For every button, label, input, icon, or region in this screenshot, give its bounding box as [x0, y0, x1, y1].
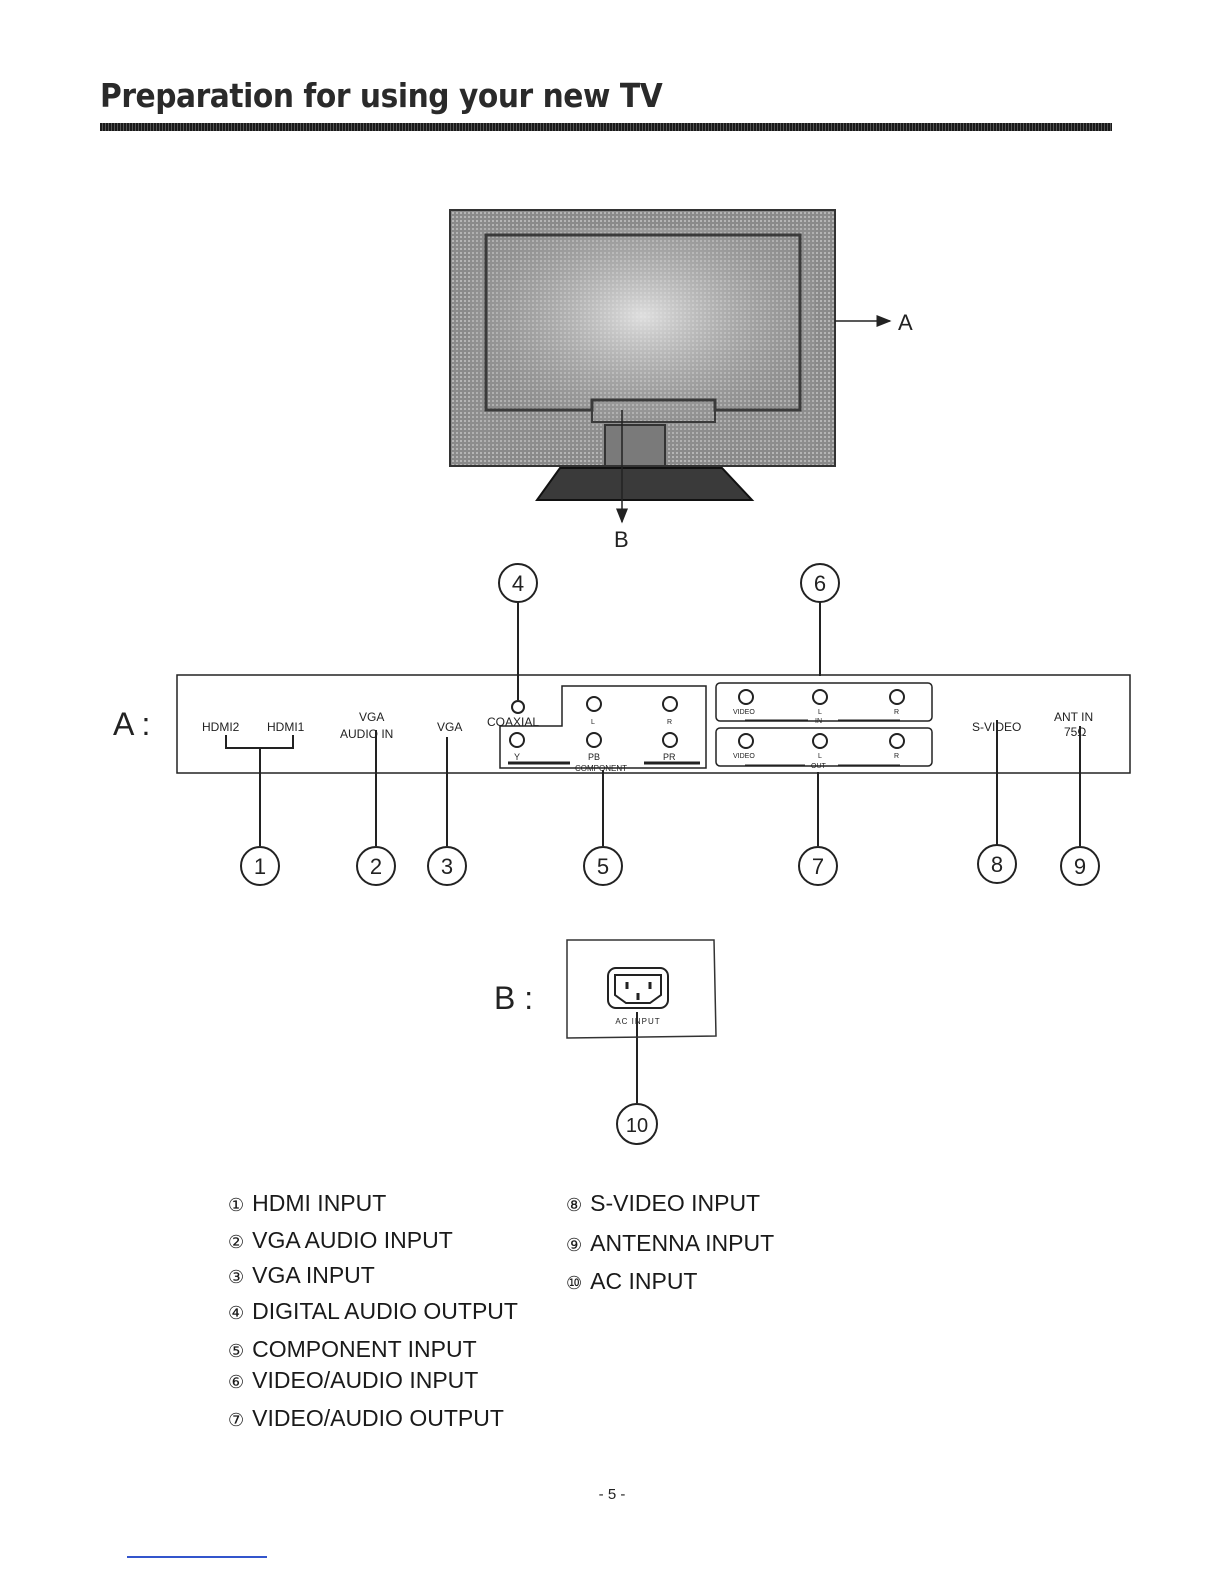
svg-text:OUT: OUT: [811, 763, 827, 770]
panel-a-prefix: A :: [113, 706, 150, 742]
callout-circles: [240, 563, 1100, 1145]
callout-7: 7: [812, 854, 824, 879]
title-rule: [100, 123, 1112, 131]
tv-label-a: A: [898, 310, 913, 335]
ac-input-label: AC INPUT: [615, 1017, 660, 1026]
svg-text:VGA: VGA: [437, 720, 462, 734]
callout-6: 6: [814, 571, 826, 596]
svg-text:Y: Y: [514, 752, 520, 762]
svg-text:AUDIO IN: AUDIO IN: [340, 727, 393, 741]
page-number: - 5 -: [598, 1486, 626, 1503]
panel-b-prefix: B :: [494, 980, 533, 1016]
callout-3: 3: [441, 854, 453, 879]
callout-8: 8: [991, 852, 1003, 877]
svg-text:COAXIAL: COAXIAL: [487, 715, 539, 729]
video-audio-in-ports: VIDEO L R IN: [715, 682, 933, 725]
callout-4: 4: [512, 571, 524, 596]
callout-1: 1: [254, 854, 266, 879]
svg-text:COMPONENT: COMPONENT: [575, 764, 627, 773]
hdmi-ports: HDMI2 HDMI1: [202, 720, 305, 749]
callout-5: 5: [597, 854, 609, 879]
antenna-port: ANT IN 75Ω: [1054, 710, 1093, 739]
svg-text:75Ω: 75Ω: [1064, 725, 1086, 739]
svg-text:PB: PB: [588, 752, 600, 762]
svg-text:PR: PR: [663, 752, 676, 762]
svg-text:L: L: [818, 753, 822, 760]
tv-label-b: B: [614, 527, 629, 552]
callout-lines: [259, 600, 1081, 1103]
coaxial-port: COAXIAL: [487, 700, 539, 729]
svg-text:R: R: [894, 709, 899, 716]
component-ports: L R Y PB PR COMPONENT: [499, 685, 707, 773]
svg-text:L: L: [591, 719, 595, 726]
callout-10: 10: [626, 1115, 648, 1137]
callout-2: 2: [370, 854, 382, 879]
svg-text:R: R: [894, 753, 899, 760]
panel-a-outline: [176, 674, 1131, 774]
svg-text:VIDEO: VIDEO: [733, 753, 755, 760]
ac-input-panel: AC INPUT: [566, 939, 717, 1039]
page-title: Preparation for using your new TV: [100, 76, 663, 115]
tv-rear-view: [449, 209, 892, 524]
svg-text:HDMI1: HDMI1: [267, 720, 305, 734]
vga-audio-port: VGA AUDIO IN: [340, 710, 393, 741]
svg-text:IN: IN: [815, 718, 822, 725]
svg-text:L: L: [818, 709, 822, 716]
callout-9: 9: [1074, 854, 1086, 879]
svg-text:ANT IN: ANT IN: [1054, 710, 1093, 724]
vga-port: VGA: [437, 720, 462, 734]
svg-text:R: R: [667, 719, 672, 726]
video-audio-out-ports: VIDEO L R OUT: [715, 727, 933, 770]
svg-text:VIDEO: VIDEO: [733, 709, 755, 716]
svg-text:HDMI2: HDMI2: [202, 720, 240, 734]
svg-text:VGA: VGA: [359, 710, 384, 724]
footer-line: [127, 1556, 267, 1558]
